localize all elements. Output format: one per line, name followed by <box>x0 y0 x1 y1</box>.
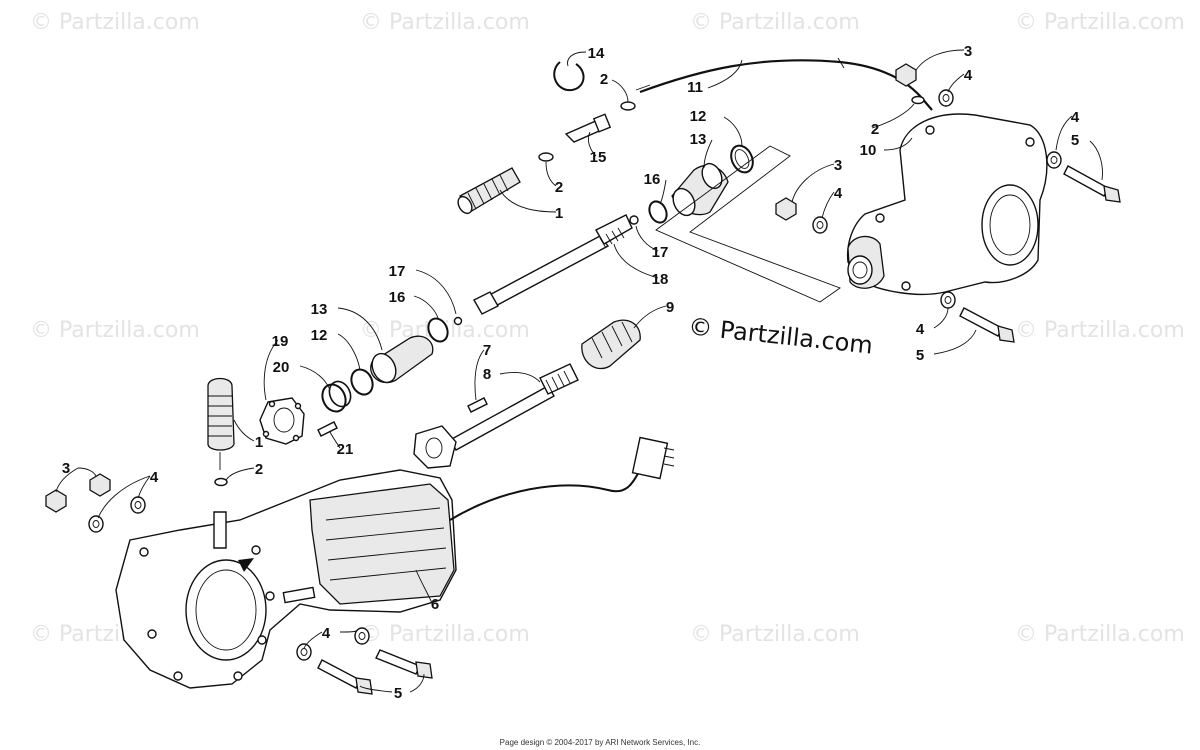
cv-boot[interactable] <box>368 335 434 386</box>
callout-9: 9 <box>666 299 674 316</box>
ball[interactable] <box>453 316 463 326</box>
callout-4: 4 <box>150 469 159 486</box>
callout-8: 8 <box>483 366 491 383</box>
callout-12: 12 <box>311 327 328 344</box>
retaining-ring[interactable] <box>553 61 585 92</box>
callout-6: 6 <box>431 596 439 613</box>
callout-3: 3 <box>964 43 972 60</box>
screw[interactable] <box>317 421 338 437</box>
callout-2: 2 <box>600 71 608 88</box>
callout-4: 4 <box>1071 109 1080 126</box>
watermark-text: © Partzilla.com <box>30 10 200 35</box>
washer[interactable] <box>354 627 370 645</box>
callout-4: 4 <box>964 67 973 84</box>
callout-5: 5 <box>1071 132 1079 149</box>
cable-end-pin[interactable] <box>564 113 612 143</box>
e-clip[interactable] <box>911 95 925 105</box>
callout-4: 4 <box>834 185 843 202</box>
callout-7: 7 <box>483 342 491 359</box>
washer[interactable] <box>812 216 828 234</box>
callout-12: 12 <box>690 108 707 125</box>
nut[interactable] <box>775 197 797 221</box>
callout-16: 16 <box>389 289 406 306</box>
watermark-text: © Partzilla.com <box>690 10 860 35</box>
bolt[interactable] <box>317 659 373 695</box>
detail-outline <box>655 145 841 303</box>
washer[interactable] <box>940 291 956 309</box>
callout-2: 2 <box>255 461 263 478</box>
callout-13: 13 <box>311 301 328 318</box>
output-shaft[interactable] <box>413 363 579 469</box>
callout-11: 11 <box>687 79 703 96</box>
watermark-text: © Partzilla.com <box>30 318 200 343</box>
callout-16: 16 <box>644 171 661 188</box>
callout-5: 5 <box>916 347 924 364</box>
drive-shaft[interactable] <box>473 214 633 315</box>
callout-10: 10 <box>860 142 877 159</box>
nut[interactable] <box>895 63 917 87</box>
nut[interactable] <box>89 473 111 497</box>
clamp-ring[interactable] <box>425 315 451 344</box>
callout-14: 14 <box>588 45 605 62</box>
clamp-ring[interactable] <box>646 199 670 226</box>
e-clip[interactable] <box>538 152 554 162</box>
washer[interactable] <box>1046 151 1062 169</box>
callout-1: 1 <box>555 205 563 222</box>
shift-cable[interactable] <box>635 57 933 111</box>
callout-21: 21 <box>337 441 354 458</box>
washer[interactable] <box>130 496 146 514</box>
ball[interactable] <box>629 215 639 225</box>
callout-19: 19 <box>272 333 289 350</box>
transmission-case[interactable] <box>115 469 457 689</box>
callout-15: 15 <box>590 149 607 166</box>
cv-boot[interactable] <box>669 160 729 219</box>
callout-5: 5 <box>394 685 402 702</box>
bolt[interactable] <box>959 307 1015 343</box>
e-clip[interactable] <box>620 101 636 111</box>
watermark-text: © Partzilla.com <box>1015 622 1185 647</box>
nut[interactable] <box>45 489 67 513</box>
watermark-text: © Partzilla.com <box>1015 10 1185 35</box>
screw[interactable] <box>467 397 488 413</box>
callout-2: 2 <box>871 121 879 138</box>
callout-1: 1 <box>255 434 263 451</box>
axle-boot[interactable] <box>581 319 641 370</box>
flange-plate[interactable] <box>259 397 305 445</box>
callout-17: 17 <box>652 244 669 261</box>
callout-17: 17 <box>389 263 406 280</box>
spring-ring[interactable] <box>318 378 354 415</box>
washer[interactable] <box>88 515 104 533</box>
callout-13: 13 <box>690 131 707 148</box>
callout-3: 3 <box>62 460 70 477</box>
callout-18: 18 <box>652 271 669 288</box>
callout-2: 2 <box>555 179 563 196</box>
clamp-ring[interactable] <box>727 142 757 176</box>
callout-20: 20 <box>273 359 290 376</box>
clamp-ring[interactable] <box>347 366 376 398</box>
rear-gear-case[interactable] <box>846 113 1048 296</box>
watermark-text: © Partzilla.com <box>360 10 530 35</box>
washer[interactable] <box>296 643 312 661</box>
callout-4: 4 <box>916 321 925 338</box>
callout-4: 4 <box>322 625 331 642</box>
leader-lines <box>55 49 1103 693</box>
watermark-text: © Partzilla.com <box>690 622 860 647</box>
watermark-text: © Partzilla.com <box>360 622 530 647</box>
bolt[interactable] <box>1063 165 1121 203</box>
wire-harness[interactable] <box>449 436 675 521</box>
shift-boot[interactable] <box>207 377 235 471</box>
shift-boot[interactable] <box>455 167 521 216</box>
page-footer: Page design © 2004-2017 by ARI Network S… <box>499 738 701 747</box>
washer[interactable] <box>938 89 954 107</box>
callout-3: 3 <box>834 157 842 174</box>
e-clip[interactable] <box>214 477 228 487</box>
bolt[interactable] <box>375 649 433 679</box>
watermark-text: © Partzilla.com <box>1015 318 1185 343</box>
